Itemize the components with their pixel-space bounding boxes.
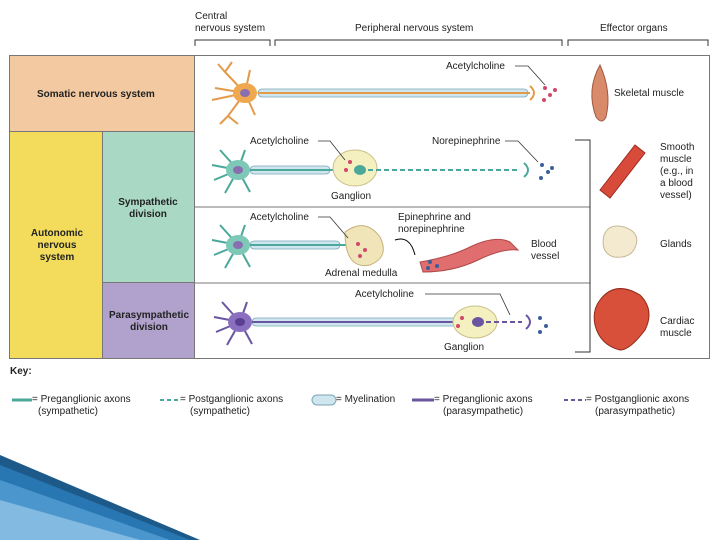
norepinephrine-label: Norepinephrine xyxy=(432,136,501,147)
heart-icon xyxy=(593,288,650,351)
header-cns-2: nervous system xyxy=(195,23,266,34)
key-title: Key: xyxy=(10,366,32,377)
adrenal-medulla-label: Adrenal medulla xyxy=(325,268,398,279)
autonomic-label-bg xyxy=(9,131,103,359)
key-graphics xyxy=(12,394,586,406)
glands-label: Glands xyxy=(660,239,692,250)
sympathetic-neuron-1 xyxy=(211,149,529,194)
diagram-frame xyxy=(9,55,710,359)
ganglion-para-label: Ganglion xyxy=(444,342,485,353)
key-item-3-line1: = Myelination xyxy=(336,394,396,405)
autonomic-label-1: Autonomic xyxy=(30,228,84,239)
smooth-label-2: muscle xyxy=(660,154,692,165)
header-effector: Effector organs xyxy=(600,23,668,34)
key-item-4-line1: = Preganglionic axons xyxy=(434,394,533,405)
key-item-2-line2: (sympathetic) xyxy=(190,406,251,417)
skeletal-muscle-label: Skeletal muscle xyxy=(614,88,685,99)
skeletal-muscle-icon xyxy=(591,63,609,122)
gland-icon xyxy=(602,225,638,258)
key-item-2-line1: = Postganglionic axons xyxy=(180,394,284,405)
ach-adrenal-label: Acetylcholine xyxy=(250,212,309,223)
blood-vessel xyxy=(419,238,520,273)
somatic-label: Somatic nervous system xyxy=(37,89,155,100)
pointer-lines xyxy=(318,65,546,316)
key-item-4-line2: (parasympathetic) xyxy=(443,406,524,417)
epi-label-1: Epinephrine and xyxy=(398,212,471,223)
autonomic-label-2: nervous xyxy=(37,240,77,251)
effector-bracket xyxy=(575,139,591,353)
adrenal-medulla xyxy=(344,225,384,267)
key-item-5-line1: = Postganglionic axons xyxy=(586,394,690,405)
ach-para-label: Acetylcholine xyxy=(355,289,414,300)
ach-symp-label: Acetylcholine xyxy=(250,136,309,147)
smooth-label-5: vessel) xyxy=(660,190,692,201)
blood-vessel-label-1: Blood xyxy=(531,239,557,250)
sympathetic-label-1: Sympathetic xyxy=(118,197,178,208)
parasympathetic-neuron xyxy=(213,301,531,346)
sympathetic-label-2: division xyxy=(129,209,167,220)
parasympathetic-label-1: Parasympathetic xyxy=(108,310,190,321)
slide-corner-decoration xyxy=(0,455,200,540)
smooth-label-1: Smooth xyxy=(660,142,695,153)
cardiac-label-2: muscle xyxy=(660,328,692,339)
header-pns: Peripheral nervous system xyxy=(355,23,474,34)
smooth-label-4: a blood xyxy=(660,178,693,189)
epi-label-2: norepinephrine xyxy=(398,224,465,235)
ganglion-symp-label: Ganglion xyxy=(331,191,372,202)
parasympathetic-label-2: division xyxy=(130,322,168,333)
neurotransmitter-dots xyxy=(344,86,557,334)
smooth-label-3: (e.g., in xyxy=(660,166,694,177)
key-item-1-line2: (sympathetic) xyxy=(38,406,99,417)
key-item-5-line2: (parasympathetic) xyxy=(595,406,676,417)
cardiac-label-1: Cardiac xyxy=(660,316,695,327)
blood-vessel-label-2: vessel xyxy=(531,251,560,262)
row-dividers xyxy=(195,206,590,284)
header-brackets xyxy=(194,39,709,46)
sympathetic-neuron-2 xyxy=(211,224,520,273)
smooth-muscle-icon xyxy=(599,144,646,199)
key-item-1-line1: = Preganglionic axons xyxy=(32,394,131,405)
ach-somatic-label: Acetylcholine xyxy=(446,61,505,72)
autonomic-label-3: system xyxy=(39,252,75,263)
header-cns-1: Central xyxy=(195,11,228,22)
parasympathetic-label-bg xyxy=(102,282,195,359)
somatic-neuron xyxy=(211,61,535,125)
